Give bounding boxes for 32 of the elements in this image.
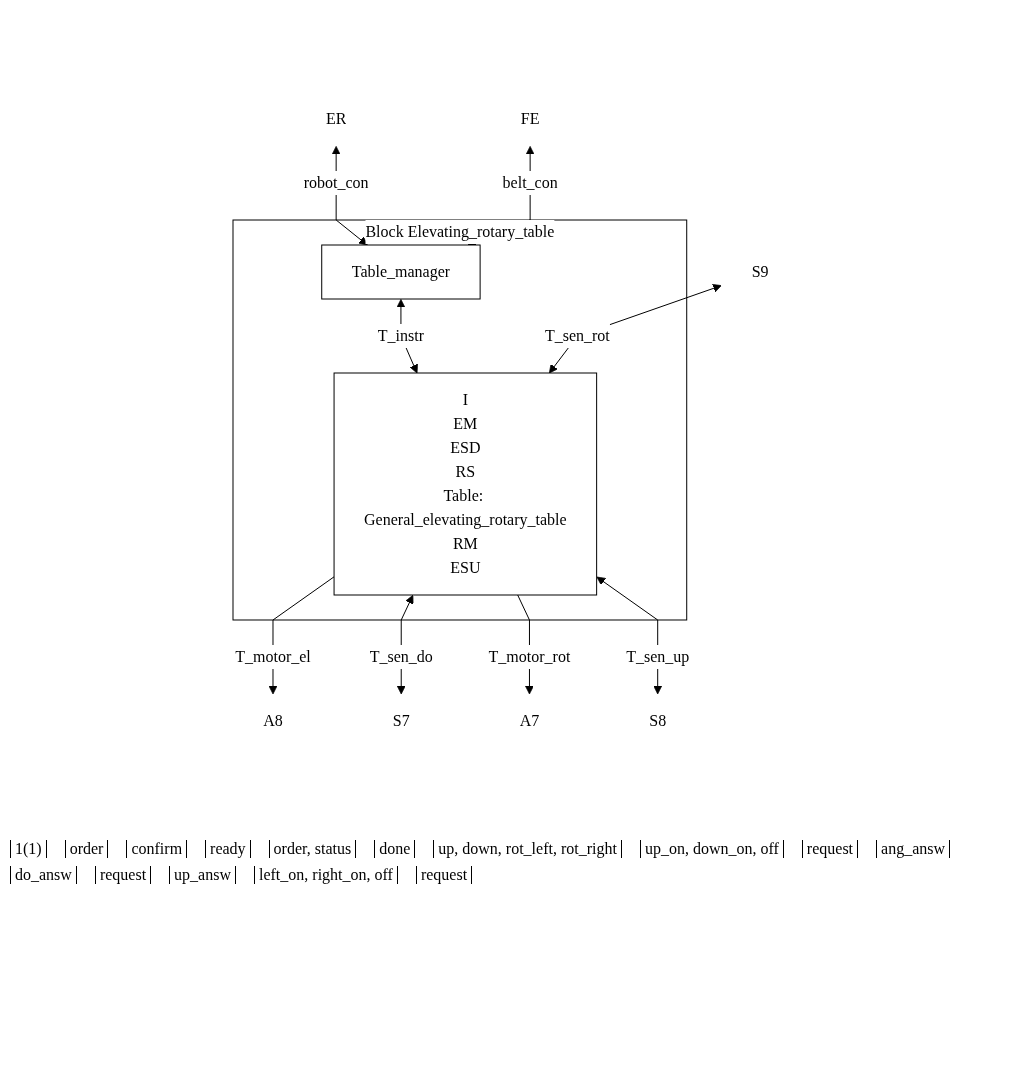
node-text: FE bbox=[520, 110, 540, 128]
signal-list: up, down, rot_left, rot_right bbox=[433, 840, 622, 858]
edge-label: T_motor_el bbox=[234, 648, 311, 665]
signal-list: confirm bbox=[126, 840, 188, 858]
edge-label: T_sen_up bbox=[625, 648, 689, 665]
signal-list: order bbox=[64, 840, 109, 858]
signal-list: request bbox=[801, 840, 859, 858]
edge-label: T_sen_rot bbox=[544, 327, 610, 344]
edge-label: T_motor_rot bbox=[488, 648, 571, 665]
node-box: I EM ESD RS Table: General_elevating_rotary_table RM ESU bbox=[333, 372, 597, 596]
node-text: S7 bbox=[392, 711, 410, 729]
signal-list: ang_answ bbox=[876, 840, 951, 858]
signal-list: done bbox=[374, 840, 416, 858]
node-text: S9 bbox=[751, 263, 769, 280]
node-box: Table_manager bbox=[320, 244, 481, 300]
node-text: ER bbox=[325, 110, 347, 128]
signal-list: 1(1) bbox=[10, 840, 47, 858]
edge-label: robot_con bbox=[303, 174, 369, 191]
node-text: A8 bbox=[262, 711, 283, 729]
signal-list: request bbox=[94, 866, 152, 884]
signal-list: order, status bbox=[268, 840, 357, 858]
signal-list: left_on, right_on, off bbox=[254, 866, 398, 884]
signal-list: up_on, down_on, off bbox=[639, 840, 784, 858]
node-text: S8 bbox=[648, 711, 666, 729]
signal-list: request bbox=[415, 866, 473, 884]
node-text: A7 bbox=[519, 711, 539, 729]
edge-label: T_instr bbox=[377, 327, 424, 344]
signal-list: ready bbox=[205, 840, 251, 858]
edge-label: T_sen_do bbox=[369, 648, 433, 665]
signal-list: do_answ bbox=[10, 866, 77, 884]
edge-label: belt_con bbox=[502, 174, 558, 191]
signal-list: up_answ bbox=[169, 866, 236, 884]
